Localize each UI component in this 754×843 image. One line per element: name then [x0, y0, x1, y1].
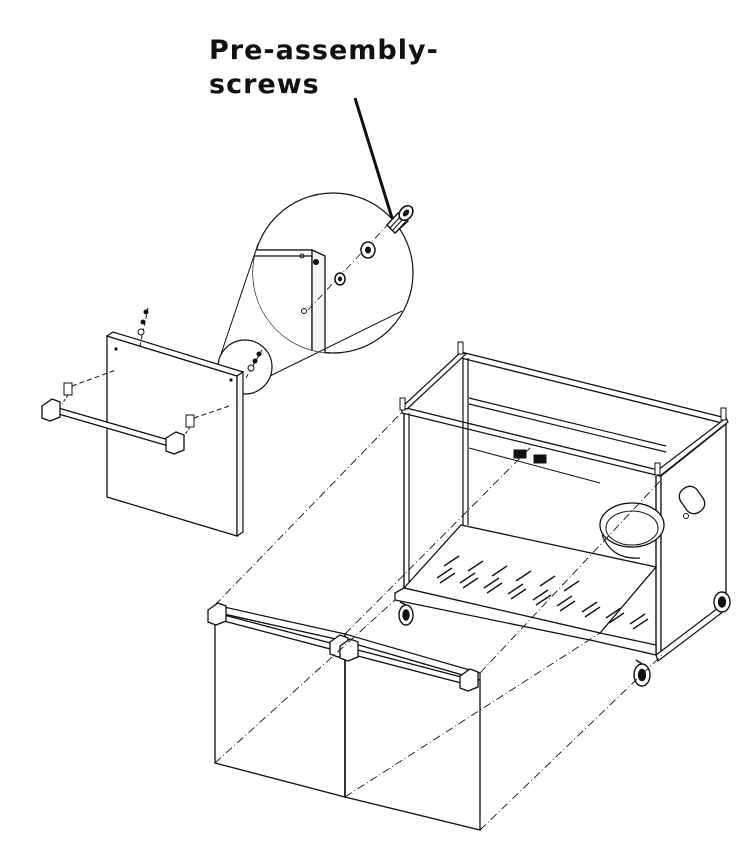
front-doors — [208, 603, 480, 830]
washer-icon — [335, 273, 345, 285]
callout-label-line1: Pre-assembly- — [209, 35, 439, 66]
screw-icon — [387, 203, 416, 233]
shelf-vents — [437, 556, 648, 629]
door-handle-icon — [42, 370, 232, 454]
cart-frame — [395, 342, 730, 686]
callout-label-line2: screws — [209, 69, 320, 100]
caster-wheel-icon — [399, 592, 730, 686]
assembly-guide-lines — [215, 412, 662, 830]
door-handle-icon — [340, 639, 478, 691]
zoom-detail — [240, 193, 416, 360]
flat-washer — [361, 242, 375, 258]
screw-set-left — [138, 308, 149, 346]
screw-set-right — [246, 350, 262, 378]
callout-leader-line — [355, 98, 392, 218]
callout-label: Pre-assembly- screws — [209, 34, 439, 102]
exploded-door-panel — [42, 308, 262, 536]
